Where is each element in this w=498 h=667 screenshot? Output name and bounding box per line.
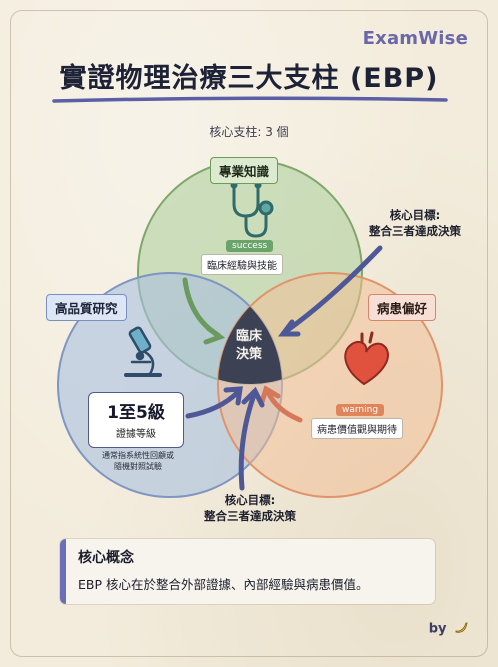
center-line-1: 臨床 <box>235 329 262 344</box>
patient-caption: 病患價值觀與期待 <box>311 418 403 439</box>
microscope-icon <box>124 326 162 377</box>
evidence-level-box: 1至5級 證據等級 <box>88 392 184 448</box>
brand-logo: ExamWise <box>362 28 468 49</box>
evidence-note-line-1: 通常指系統性回顧或 <box>102 451 174 460</box>
title-underline <box>52 96 448 103</box>
goal-top-line-1: 核心目標: <box>389 208 441 222</box>
byline-text: by <box>428 621 447 637</box>
success-badge: success <box>226 240 274 252</box>
clinical-caption: 臨床經驗與技能 <box>201 254 283 275</box>
pillar-count: 核心支柱: 3 個 <box>209 125 289 139</box>
tag-patient-preference: 病患偏好 <box>368 294 437 321</box>
core-concept-title: 核心概念 <box>78 550 134 566</box>
patient-preference-circle <box>217 272 443 498</box>
center-line-2: 決策 <box>235 347 262 362</box>
evidence-note-line-2: 隨機對照試驗 <box>114 462 162 471</box>
goal-top: 核心目標: 整合三者達成決策 <box>355 207 475 239</box>
stethoscope-icon <box>230 181 274 238</box>
heart-icon <box>344 331 389 386</box>
goal-bottom: 核心目標: 整合三者達成決策 <box>190 492 310 524</box>
byline: by <box>429 620 468 638</box>
goal-top-line-2: 整合三者達成決策 <box>369 224 461 238</box>
tag-research: 高品質研究 <box>46 294 127 321</box>
evidence-level-label: 證據等級 <box>116 429 156 440</box>
goal-bottom-line-1: 核心目標: <box>224 493 276 507</box>
core-concept-box: 核心概念 EBP 核心在於整合外部證據、內部經驗與病患價值。 <box>60 539 435 604</box>
evidence-level-range: 1至5級 <box>107 403 165 423</box>
arrow-from-top-goal <box>282 245 383 335</box>
page-frame <box>10 10 488 657</box>
arrow-from-bottom-goal <box>238 392 257 491</box>
center-label: 臨床 決策 <box>215 328 283 364</box>
arrow-from-patient <box>265 389 303 423</box>
core-concept-body: EBP 核心在於整合外部證據、內部經驗與病患價值。 <box>78 577 369 592</box>
banana-icon <box>454 620 468 638</box>
goal-bottom-line-2: 整合三者達成決策 <box>204 509 296 523</box>
evidence-note: 通常指系統性回顧或 隨機對照試驗 <box>88 450 188 472</box>
tag-clinical-expertise: 專業知識 <box>210 157 279 184</box>
warning-badge: warning <box>336 404 385 416</box>
arrow-from-research <box>185 389 241 419</box>
page-title: 實證物理治療三大支柱 (EBP) <box>59 63 439 94</box>
